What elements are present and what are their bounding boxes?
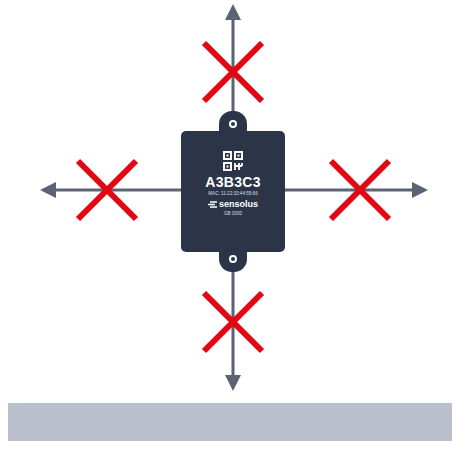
direction-arrows bbox=[40, 4, 428, 391]
ground-bar bbox=[8, 403, 452, 441]
brand-name: sensolus bbox=[219, 199, 258, 210]
qr-icon bbox=[223, 151, 243, 171]
tracker-device: A3B3C3MAC: 11:22:33:44:55:66 sensolusGB 3… bbox=[181, 131, 285, 252]
mac-address: MAC: 11:22:33:44:55:66 bbox=[181, 190, 285, 197]
device-id: A3B3C3 bbox=[181, 174, 285, 190]
brand-logo bbox=[208, 201, 217, 208]
brand-row: sensolus bbox=[181, 199, 285, 210]
forbidden-marks bbox=[78, 43, 389, 351]
model-number: GB 3000 bbox=[181, 210, 285, 217]
